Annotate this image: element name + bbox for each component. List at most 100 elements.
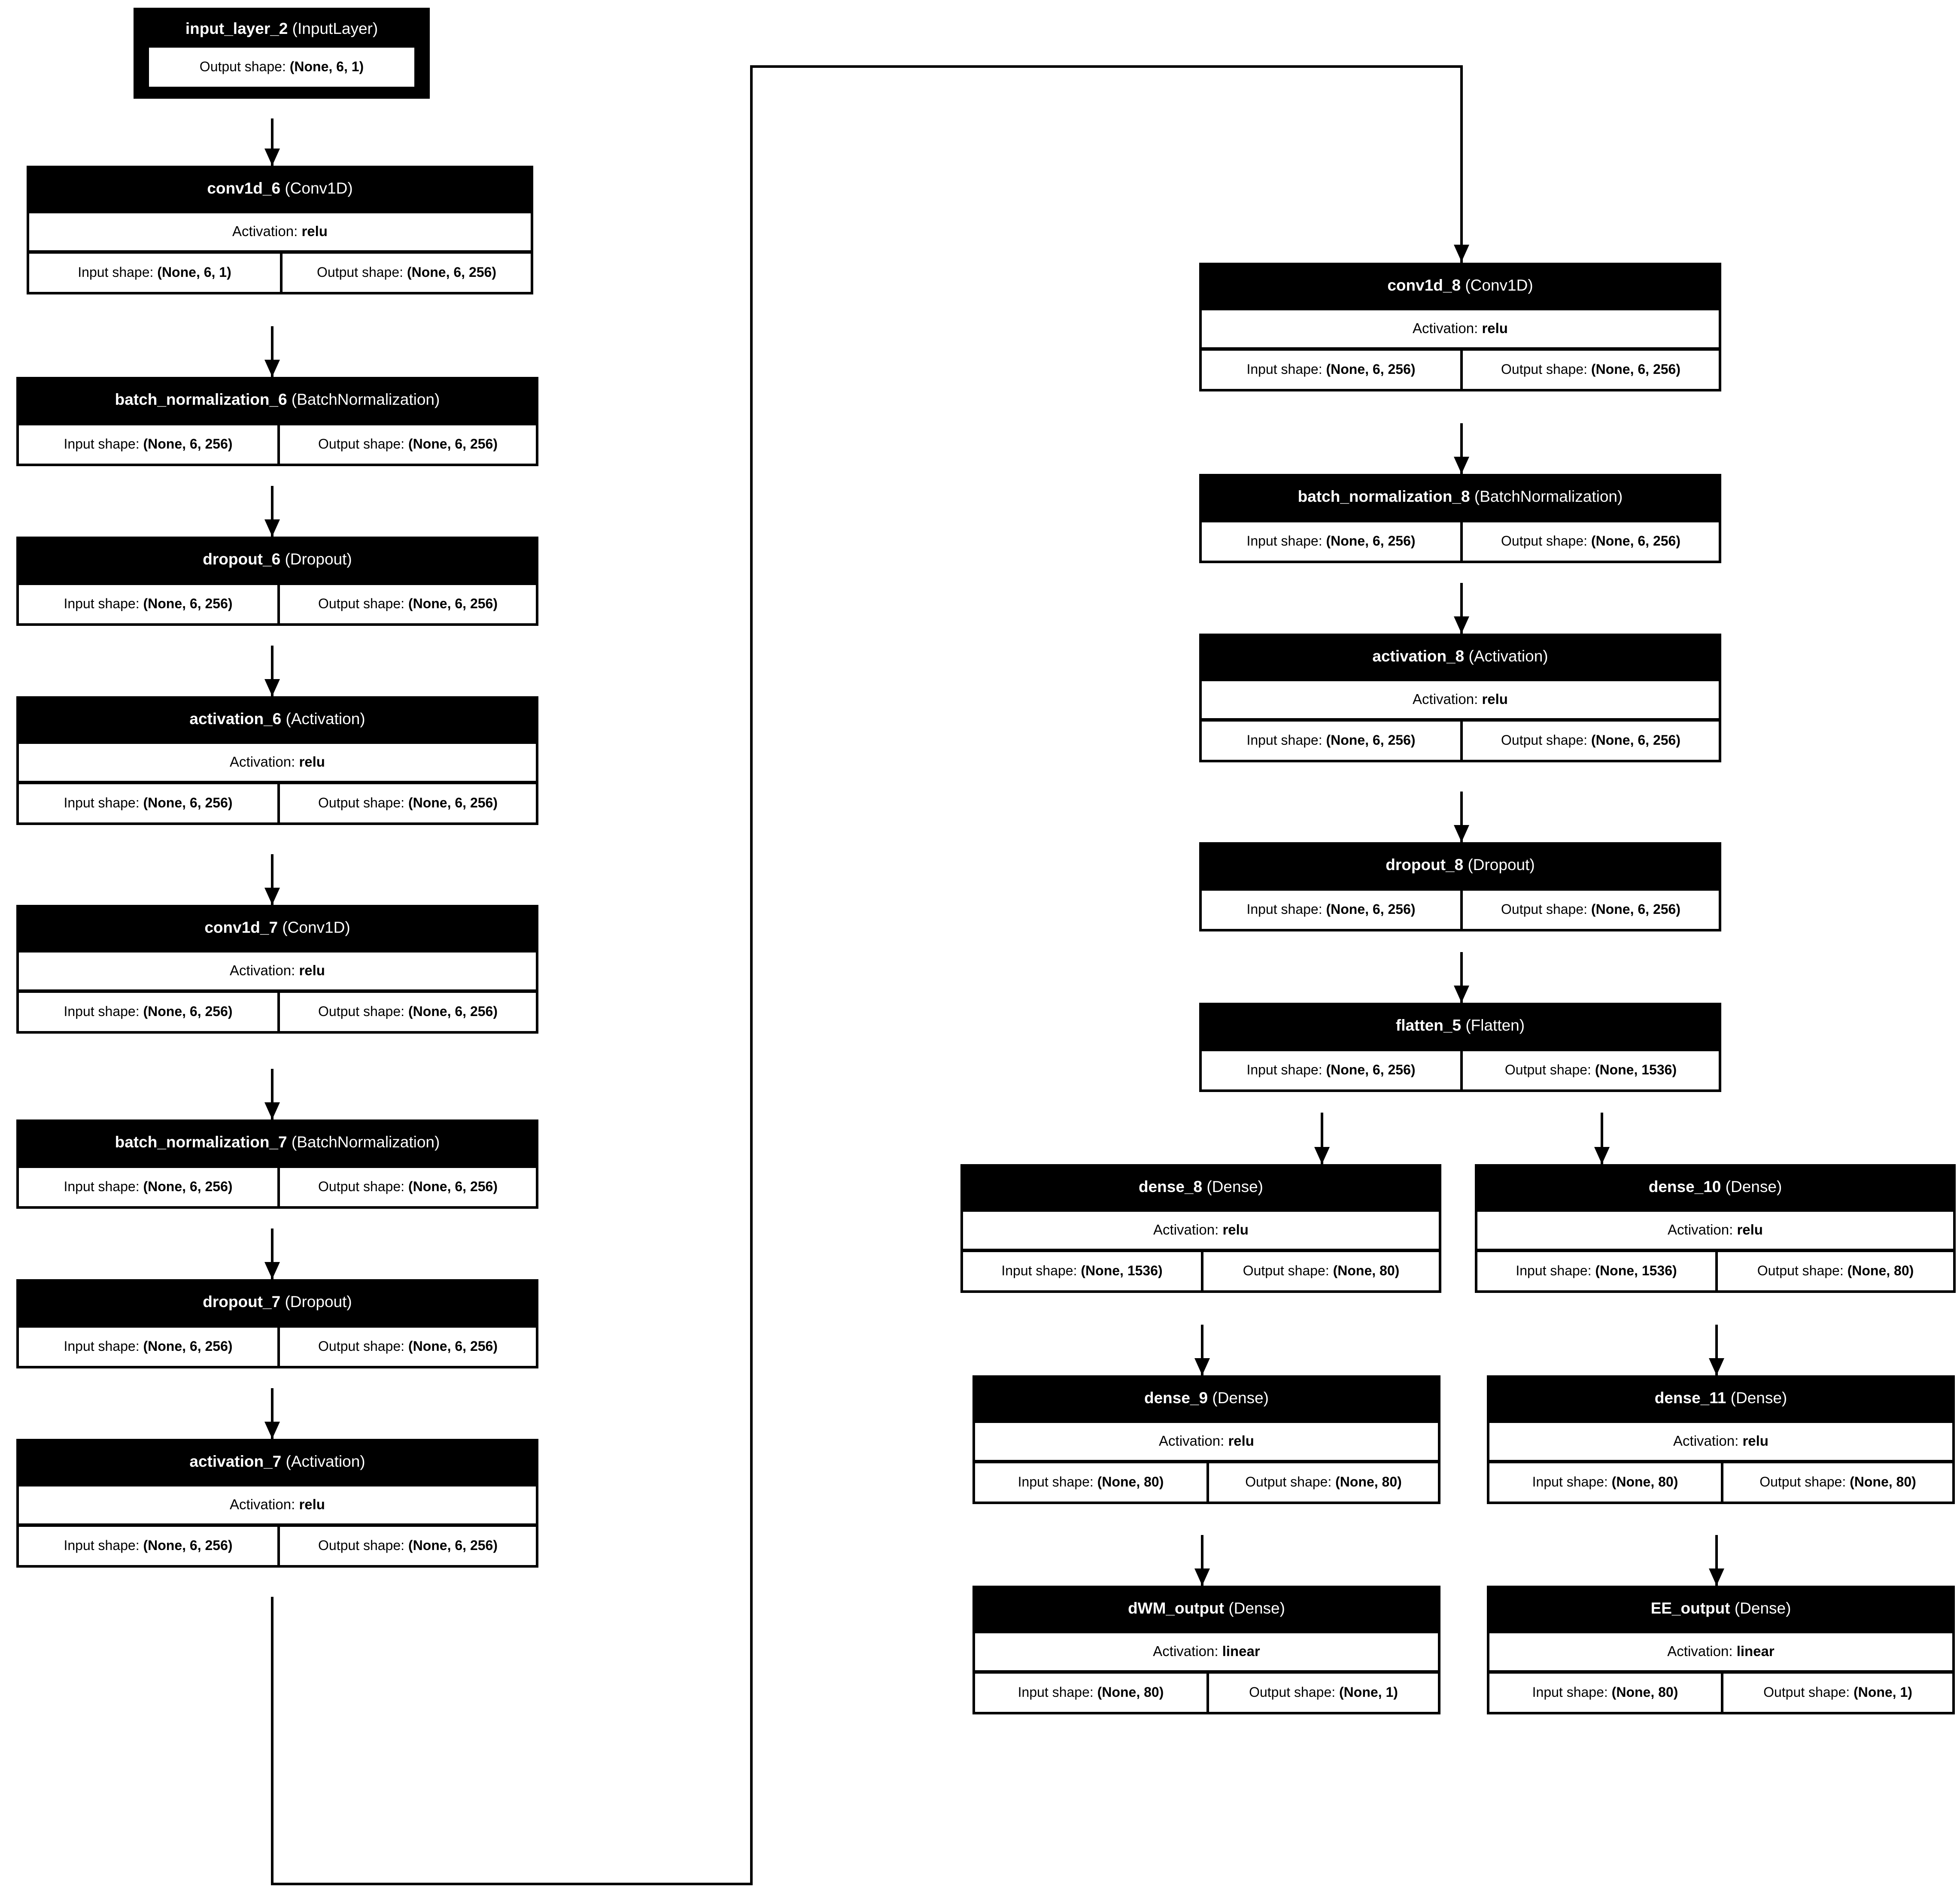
node-title-dense_9: dense_9 (Dense) <box>975 1378 1438 1420</box>
node-batch_normalization_7[interactable]: batch_normalization_7 (BatchNormalizatio… <box>16 1119 538 1209</box>
arrowhead-activation_7 <box>264 1422 280 1439</box>
node-title-conv1d_8: conv1d_8 (Conv1D) <box>1202 265 1719 308</box>
node-shapes-batch_normalization_6: Input shape: (None, 6, 256) Output shape… <box>19 422 536 464</box>
node-output-shape-dropout_7: Output shape: (None, 6, 256) <box>277 1327 536 1366</box>
node-dense_8[interactable]: dense_8 (Dense) Activation: relu Input s… <box>960 1164 1441 1293</box>
output-shape-label: Output shape: <box>1763 1684 1854 1700</box>
edge-activation_7-conv1d_8-seg3-up <box>750 65 753 1885</box>
node-shapes-conv1d_6: Input shape: (None, 6, 1) Output shape: … <box>29 250 531 292</box>
output-shape-label: Output shape: <box>318 1003 408 1019</box>
activation-label: Activation: <box>1413 320 1482 336</box>
node-activation_7[interactable]: activation_7 (Activation) Activation: re… <box>16 1439 538 1568</box>
node-activation-dense_8: Activation: relu <box>963 1209 1439 1249</box>
node-shapes-conv1d_8: Input shape: (None, 6, 256) Output shape… <box>1202 347 1719 389</box>
output-shape-label: Output shape: <box>317 264 407 280</box>
edge-dropout_7-activation_7 <box>271 1388 273 1439</box>
node-conv1d_8[interactable]: conv1d_8 (Conv1D) Activation: relu Input… <box>1199 263 1721 392</box>
edge-activation_8-dropout_8 <box>1460 792 1463 842</box>
node-activation-activation_7: Activation: relu <box>19 1483 536 1523</box>
input-shape-value-activation_8: (None, 6, 256) <box>1326 732 1416 748</box>
node-EE_output[interactable]: EE_output (Dense) Activation: linear Inp… <box>1487 1586 1955 1715</box>
node-batch_normalization_6[interactable]: batch_normalization_6 (BatchNormalizatio… <box>16 377 538 466</box>
node-dense_9[interactable]: dense_9 (Dense) Activation: relu Input s… <box>972 1375 1440 1505</box>
node-dropout_7[interactable]: dropout_7 (Dropout) Input shape: (None, … <box>16 1279 538 1368</box>
node-activation_6[interactable]: activation_6 (Activation) Activation: re… <box>16 696 538 825</box>
output-shape-value-conv1d_6: (None, 6, 256) <box>407 264 496 280</box>
edge-dense_10-dense_11 <box>1715 1325 1718 1375</box>
node-output-shape-dense_11: Output shape: (None, 80) <box>1721 1463 1952 1502</box>
node-title-conv1d_7: conv1d_7 (Conv1D) <box>19 907 536 950</box>
output-shape-label: Output shape: <box>318 1178 408 1194</box>
node-dropout_8[interactable]: dropout_8 (Dropout) Input shape: (None, … <box>1199 842 1721 931</box>
input-shape-label: Input shape: <box>1018 1474 1097 1489</box>
node-shapes-batch_normalization_7: Input shape: (None, 6, 256) Output shape… <box>19 1164 536 1206</box>
node-input-shape-dense_9: Input shape: (None, 80) <box>975 1463 1206 1502</box>
activation-label: Activation: <box>230 962 299 978</box>
edge-batch_normalization_7-dropout_7 <box>271 1229 273 1279</box>
activation-label: Activation: <box>1153 1643 1222 1659</box>
node-input-shape-activation_6: Input shape: (None, 6, 256) <box>19 784 277 823</box>
output-shape-value-activation_7: (None, 6, 256) <box>408 1537 498 1553</box>
activation-value-conv1d_7: relu <box>299 962 325 978</box>
output-shape-value-batch_normalization_8: (None, 6, 256) <box>1591 533 1680 549</box>
node-dWM_output[interactable]: dWM_output (Dense) Activation: linear In… <box>972 1586 1440 1715</box>
output-shape-label: Output shape: <box>1501 533 1591 549</box>
node-conv1d_6[interactable]: conv1d_6 (Conv1D) Activation: relu Input… <box>27 166 533 295</box>
node-input-shape-conv1d_8: Input shape: (None, 6, 256) <box>1202 350 1460 389</box>
node-name-dropout_6: dropout_6 <box>203 550 281 568</box>
node-dense_11[interactable]: dense_11 (Dense) Activation: relu Input … <box>1487 1375 1955 1505</box>
input-shape-label: Input shape: <box>1246 361 1326 377</box>
input-shape-label: Input shape: <box>1001 1262 1081 1278</box>
input-shape-label: Input shape: <box>1018 1684 1097 1700</box>
node-input-shape-batch_normalization_7: Input shape: (None, 6, 256) <box>19 1168 277 1206</box>
node-output-shape-activation_7: Output shape: (None, 6, 256) <box>277 1526 536 1565</box>
node-output-shape-conv1d_8: Output shape: (None, 6, 256) <box>1460 350 1719 389</box>
activation-label: Activation: <box>230 753 299 770</box>
arrowhead-batch_normalization_6 <box>264 360 280 377</box>
node-conv1d_7[interactable]: conv1d_7 (Conv1D) Activation: relu Input… <box>16 905 538 1034</box>
node-batch_normalization_8[interactable]: batch_normalization_8 (BatchNormalizatio… <box>1199 474 1721 563</box>
input-shape-label: Input shape: <box>1246 732 1326 748</box>
input-shape-value-dense_9: (None, 80) <box>1097 1474 1164 1489</box>
arrowhead-conv1d_8 <box>1454 245 1469 262</box>
output-shape-value-conv1d_8: (None, 6, 256) <box>1591 361 1680 377</box>
node-activation-EE_output: Activation: linear <box>1489 1630 1952 1670</box>
node-title-dropout_8: dropout_8 (Dropout) <box>1202 845 1719 887</box>
input-shape-label: Input shape: <box>1532 1474 1612 1489</box>
input-shape-value-activation_7: (None, 6, 256) <box>143 1537 233 1553</box>
node-title-dense_10: dense_10 (Dense) <box>1477 1167 1953 1209</box>
node-dense_10[interactable]: dense_10 (Dense) Activation: relu Input … <box>1475 1164 1956 1293</box>
arrowhead-conv1d_7 <box>264 888 280 905</box>
node-input-shape-dropout_6: Input shape: (None, 6, 256) <box>19 585 277 623</box>
node-input_layer_2[interactable]: input_layer_2 (InputLayer) Output shape:… <box>134 8 430 99</box>
output-shape-value-batch_normalization_6: (None, 6, 256) <box>408 436 498 452</box>
node-type-dense_10: (Dense) <box>1725 1178 1782 1195</box>
input-shape-value-conv1d_7: (None, 6, 256) <box>143 1003 233 1019</box>
input-shape-label: Input shape: <box>64 1003 143 1019</box>
node-flatten_5[interactable]: flatten_5 (Flatten) Input shape: (None, … <box>1199 1003 1721 1092</box>
output-shape-value-conv1d_7: (None, 6, 256) <box>408 1003 498 1019</box>
node-name-conv1d_8: conv1d_8 <box>1387 276 1461 294</box>
node-type-dropout_6: (Dropout) <box>285 550 352 568</box>
node-type-flatten_5: (Flatten) <box>1465 1016 1525 1034</box>
node-name-dropout_8: dropout_8 <box>1386 856 1464 874</box>
node-name-dropout_7: dropout_7 <box>203 1293 281 1311</box>
node-title-dense_8: dense_8 (Dense) <box>963 1167 1439 1209</box>
node-shapes-dense_8: Input shape: (None, 1536) Output shape: … <box>963 1248 1439 1291</box>
input-shape-label: Input shape: <box>64 1338 143 1354</box>
node-shapes-dense_10: Input shape: (None, 1536) Output shape: … <box>1477 1248 1953 1291</box>
input-shape-label: Input shape: <box>1246 1062 1326 1077</box>
arrowhead-dropout_6 <box>264 519 280 537</box>
node-activation-conv1d_6: Activation: relu <box>29 210 531 250</box>
node-title-activation_7: activation_7 (Activation) <box>19 1441 536 1484</box>
node-output-shape-activation_6: Output shape: (None, 6, 256) <box>277 784 536 823</box>
node-title-EE_output: EE_output (Dense) <box>1489 1588 1952 1631</box>
edge-activation_7-conv1d_8-seg2-right <box>271 1883 753 1885</box>
node-activation_8[interactable]: activation_8 (Activation) Activation: re… <box>1199 634 1721 763</box>
input-shape-value-dense_8: (None, 1536) <box>1081 1262 1163 1278</box>
node-input-shape-EE_output: Input shape: (None, 80) <box>1489 1673 1721 1712</box>
node-dropout_6[interactable]: dropout_6 (Dropout) Input shape: (None, … <box>16 537 538 626</box>
node-output-shape-batch_normalization_6: Output shape: (None, 6, 256) <box>277 425 536 464</box>
output-shape-label: Output shape: <box>318 1338 408 1354</box>
